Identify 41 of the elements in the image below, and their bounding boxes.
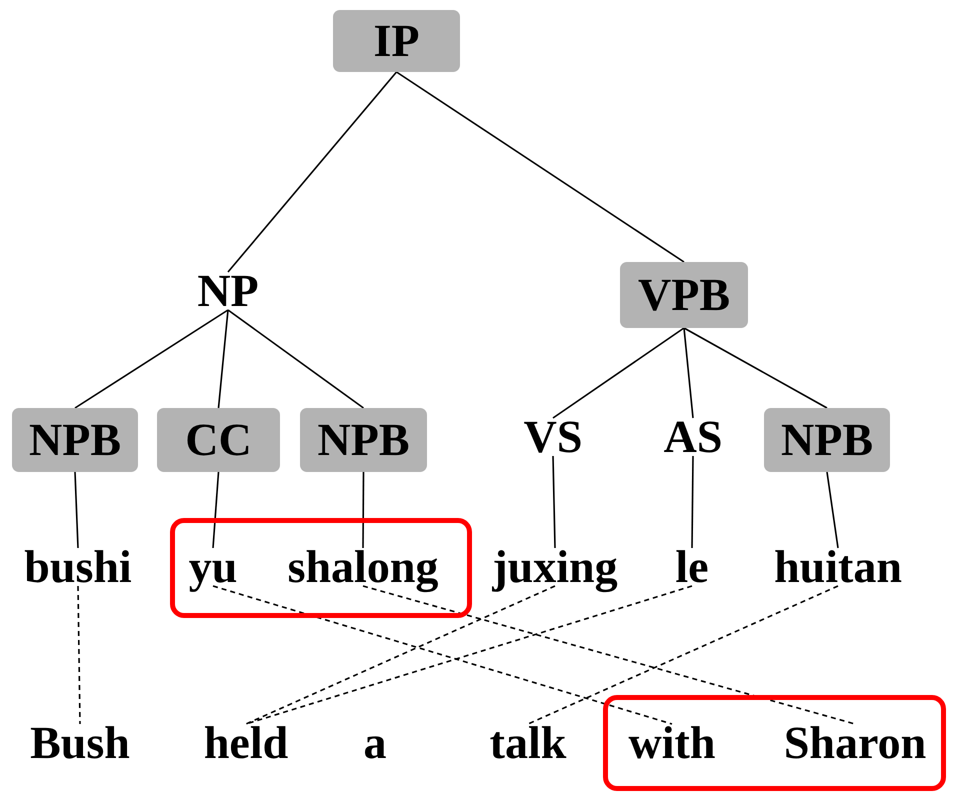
tree-word: yu bbox=[180, 540, 246, 594]
tree-branch-line bbox=[227, 71, 398, 273]
tree-word: talk bbox=[482, 716, 574, 770]
tree-branch-line bbox=[552, 456, 556, 548]
phrase-highlight-frame bbox=[170, 518, 472, 618]
tree-word: a bbox=[355, 716, 395, 770]
constituent-label-box: NPB bbox=[12, 408, 138, 472]
tree-word: with bbox=[612, 716, 732, 770]
tree-branch-line bbox=[212, 472, 220, 548]
constituent-label-box: VPB bbox=[620, 262, 748, 328]
tree-branch-line bbox=[552, 327, 684, 419]
constituent-label-box: NPB bbox=[764, 408, 890, 472]
tree-branch-line bbox=[74, 472, 79, 548]
tree-branch-line bbox=[362, 472, 364, 548]
alignment-line bbox=[246, 585, 556, 725]
tree-word: VS bbox=[513, 410, 593, 464]
tree-word: bushi bbox=[13, 540, 143, 594]
constituent-label-box: NPB bbox=[300, 408, 427, 472]
tree-branch-line bbox=[74, 309, 228, 409]
tree-branch-line bbox=[683, 328, 694, 418]
constituent-label-box: IP bbox=[333, 10, 460, 72]
tree-word: held bbox=[190, 716, 302, 770]
tree-branch-line bbox=[218, 310, 229, 408]
tree-word: shalong bbox=[268, 540, 458, 594]
tree-word: Bush bbox=[18, 716, 142, 770]
alignment-line bbox=[528, 585, 838, 725]
tree-branch-line bbox=[228, 309, 364, 409]
alignment-line bbox=[362, 585, 856, 725]
tree-branch-line bbox=[396, 71, 684, 263]
alignment-line bbox=[77, 586, 81, 724]
constituent-label-box: CC bbox=[157, 408, 280, 472]
tree-word: NP bbox=[178, 264, 278, 318]
tree-word: Sharon bbox=[770, 716, 940, 770]
tree-word: juxing bbox=[478, 540, 632, 594]
tree-branch-line bbox=[691, 456, 694, 548]
tree-word: huitan bbox=[760, 540, 916, 594]
tree-word: le bbox=[662, 540, 722, 594]
tree-branch-line bbox=[684, 327, 828, 409]
phrase-highlight-frame bbox=[603, 695, 946, 791]
tree-word: AS bbox=[653, 410, 733, 464]
tree-branch-line bbox=[826, 472, 839, 548]
